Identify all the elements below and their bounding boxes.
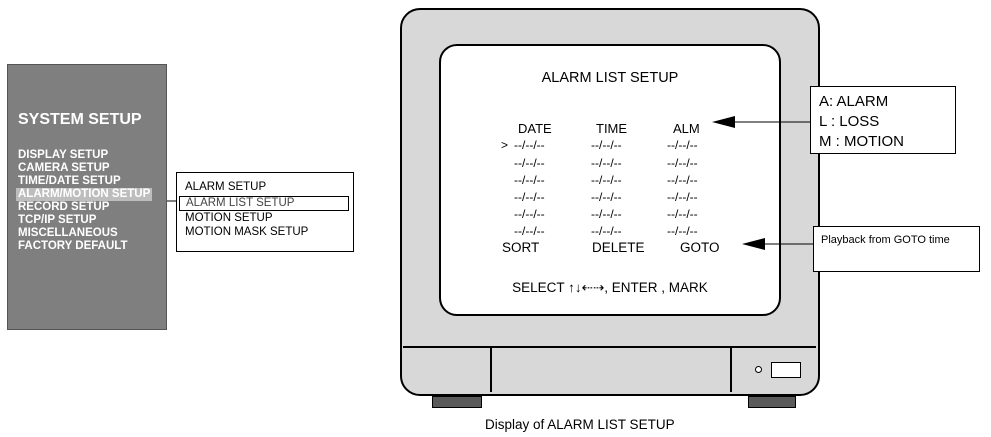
row-3-alm[interactable]: --/--/-- xyxy=(667,173,698,187)
panel-divider-right xyxy=(730,346,732,392)
alm-legend-callout: A: ALARM L : LOSS M : MOTION xyxy=(810,86,956,154)
system-setup-title: SYSTEM SETUP xyxy=(18,111,142,128)
system-setup-menu: SYSTEM SETUP DISPLAY SETUP CAMERA SETUP … xyxy=(7,64,167,330)
row-3-date[interactable]: --/--/-- xyxy=(514,173,545,187)
row-6-time[interactable]: --/--/-- xyxy=(591,224,622,238)
row-6-date[interactable]: --/--/-- xyxy=(514,224,545,238)
goto-action[interactable]: GOTO xyxy=(680,240,720,255)
submenu-item-alarm-setup[interactable]: ALARM SETUP xyxy=(185,181,267,193)
row-cursor: > xyxy=(501,138,509,152)
monitor-foot-left xyxy=(432,396,482,408)
row-4-date[interactable]: --/--/-- xyxy=(514,190,545,204)
panel-divider-left xyxy=(490,346,492,392)
delete-action[interactable]: DELETE xyxy=(592,240,645,255)
row-4-alm[interactable]: --/--/-- xyxy=(667,190,698,204)
menu-item-camera-setup[interactable]: CAMERA SETUP xyxy=(18,162,110,174)
menu-item-alarm-motion-setup[interactable]: ALARM/MOTION SETUP xyxy=(16,188,153,201)
legend-alarm: A: ALARM xyxy=(819,93,889,110)
menu-item-tcpip-setup[interactable]: TCP/IP SETUP xyxy=(18,214,97,226)
column-header-time: TIME xyxy=(596,121,628,136)
goto-note-text: Playback from GOTO time xyxy=(821,234,950,246)
submenu-item-motion-mask-setup[interactable]: MOTION MASK SETUP xyxy=(185,226,309,238)
screen-title: ALARM LIST SETUP xyxy=(541,70,679,86)
alarm-motion-submenu: ALARM SETUP ALARM LIST SETUP MOTION SETU… xyxy=(176,172,354,252)
alm-arrow-head-icon xyxy=(712,116,735,128)
row-1-date[interactable]: --/--/-- xyxy=(514,138,545,152)
legend-loss: L : LOSS xyxy=(819,113,880,130)
legend-motion: M : MOTION xyxy=(819,133,904,150)
row-2-time[interactable]: --/--/-- xyxy=(591,156,622,170)
row-3-time[interactable]: --/--/-- xyxy=(591,173,622,187)
menu-item-display-setup[interactable]: DISPLAY SETUP xyxy=(18,149,109,161)
column-header-alm: ALM xyxy=(673,121,700,136)
row-4-time[interactable]: --/--/-- xyxy=(591,190,622,204)
monitor-foot-right xyxy=(748,396,796,408)
menu-item-factory-default[interactable]: FACTORY DEFAULT xyxy=(18,240,128,252)
row-2-alm[interactable]: --/--/-- xyxy=(667,156,698,170)
power-button[interactable] xyxy=(771,362,801,378)
row-5-time[interactable]: --/--/-- xyxy=(591,207,622,221)
select-hint: SELECT ↑↓⇠⇢, ENTER , MARK xyxy=(512,280,708,295)
row-1-time[interactable]: --/--/-- xyxy=(591,138,622,152)
monitor-screen: ALARM LIST SETUP DATE TIME ALM > --/--/-… xyxy=(439,44,781,316)
column-header-date: DATE xyxy=(518,121,552,136)
goto-arrow-head-icon xyxy=(742,238,765,250)
row-6-alm[interactable]: --/--/-- xyxy=(667,224,698,238)
menu-item-time-date-setup[interactable]: TIME/DATE SETUP xyxy=(18,175,121,187)
figure-caption: Display of ALARM LIST SETUP xyxy=(485,417,675,432)
row-2-date[interactable]: --/--/-- xyxy=(514,156,545,170)
row-1-alm[interactable]: --/--/-- xyxy=(667,138,698,152)
monitor-control-panel xyxy=(403,346,816,392)
menu-item-miscellaneous[interactable]: MISCELLANEOUS xyxy=(18,227,118,239)
submenu-item-alarm-list-setup[interactable]: ALARM LIST SETUP xyxy=(179,196,349,211)
goto-note-callout: Playback from GOTO time xyxy=(813,226,980,272)
power-led-icon xyxy=(755,366,762,373)
row-5-date[interactable]: --/--/-- xyxy=(514,207,545,221)
submenu-item-motion-setup[interactable]: MOTION SETUP xyxy=(185,212,273,224)
menu-item-record-setup[interactable]: RECORD SETUP xyxy=(18,201,110,213)
sort-action[interactable]: SORT xyxy=(502,240,540,255)
row-5-alm[interactable]: --/--/-- xyxy=(667,207,698,221)
